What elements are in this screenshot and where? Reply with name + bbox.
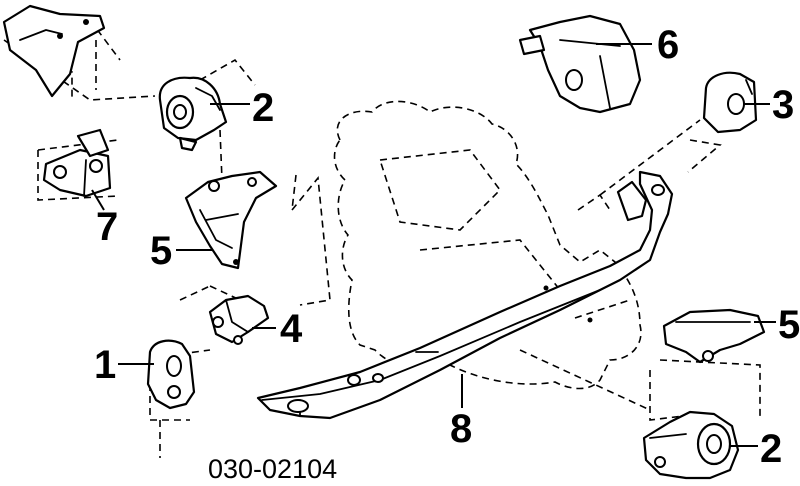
callout-2-top: 2 xyxy=(252,86,274,130)
bracket-part-5-right xyxy=(662,308,766,364)
mount-part-1 xyxy=(146,339,196,410)
callout-labels: 2 6 3 7 5 4 1 5 8 2 xyxy=(94,23,800,471)
callout-4: 4 xyxy=(280,307,303,351)
bracket-part-4 xyxy=(208,294,270,345)
mount-part-2-bottom xyxy=(642,410,740,480)
callout-3: 3 xyxy=(772,83,794,127)
engine-outline xyxy=(333,100,642,390)
bracket-part-7 xyxy=(2,4,112,198)
mount-part-2-top xyxy=(158,76,228,152)
crossmember-part-8 xyxy=(256,170,674,420)
leader-lines xyxy=(91,43,776,447)
callout-2-bottom: 2 xyxy=(760,427,782,471)
bracket-part-6 xyxy=(518,14,642,114)
callout-7: 7 xyxy=(96,205,118,249)
callout-8: 8 xyxy=(450,407,472,451)
callout-1: 1 xyxy=(94,343,116,387)
callout-5-right: 5 xyxy=(778,303,800,347)
callout-5-left: 5 xyxy=(150,229,172,273)
diagram-part-number: 030-02104 xyxy=(208,454,337,484)
mount-part-3 xyxy=(702,71,758,134)
bracket-part-5-left xyxy=(184,170,278,270)
callout-6: 6 xyxy=(657,23,679,67)
